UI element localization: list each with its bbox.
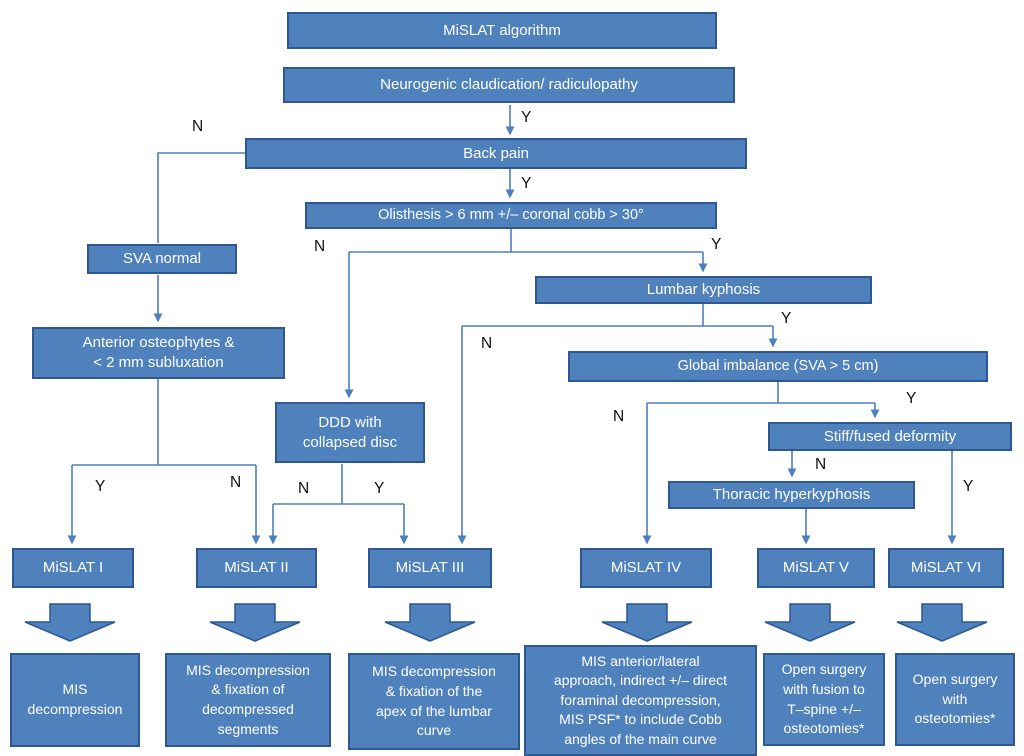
label-backpain-yes: Y	[521, 175, 532, 192]
label-anterior-no: N	[230, 474, 242, 491]
label-neurogenic-yes: Y	[521, 109, 532, 126]
label-global-yes: Y	[906, 390, 917, 407]
node-outcome-6: Open surgery with osteotomies*	[895, 653, 1015, 746]
label-lumbar-yes: Y	[781, 310, 792, 327]
label-olisthesis-no: N	[314, 238, 326, 255]
block-arrow-mislat3	[384, 603, 476, 642]
node-global-imbalance: Global imbalance (SVA > 5 cm)	[568, 351, 988, 382]
node-outcome-3: MIS decompression & fixation of the apex…	[348, 653, 520, 750]
label-ddd-yes: Y	[374, 480, 385, 497]
node-mislat-4: MiSLAT IV	[580, 548, 712, 588]
node-back-pain: Back pain	[245, 138, 747, 169]
label-lumbar-no: N	[481, 335, 493, 352]
node-mislat-2: MiSLAT II	[196, 548, 317, 588]
label-olisthesis-yes: Y	[711, 236, 722, 253]
label-global-no: N	[613, 408, 625, 425]
block-arrow-mislat2	[209, 603, 301, 642]
node-outcome-4: MIS anterior/lateral approach, indirect …	[524, 645, 757, 756]
block-arrow-mislat1	[24, 603, 116, 642]
label-stiff-yes: Y	[963, 478, 974, 495]
node-outcome-5: Open surgery with fusion to T–spine +/– …	[763, 653, 885, 746]
node-mislat-6: MiSLAT VI	[888, 548, 1004, 588]
node-thoracic-hyperkyphosis: Thoracic hyperkyphosis	[668, 481, 915, 509]
block-arrow-mislat5	[764, 603, 856, 642]
node-mislat-1: MiSLAT I	[12, 548, 134, 588]
node-mislat-algorithm: MiSLAT algorithm	[287, 12, 717, 49]
label-ddd-no: N	[298, 480, 310, 497]
label-stiff-no: N	[815, 456, 827, 473]
node-olisthesis: Olisthesis > 6 mm +/– coronal cobb > 30°	[305, 202, 717, 229]
node-anterior-osteophytes: Anterior osteophytes & < 2 mm subluxatio…	[32, 327, 285, 379]
node-stiff-fused-deformity: Stiff/fused deformity	[768, 422, 1012, 451]
edge-backpain-no-elbow	[157, 152, 245, 243]
node-sva-normal: SVA normal	[87, 244, 237, 274]
node-lumbar-kyphosis: Lumbar kyphosis	[535, 276, 872, 304]
node-mislat-3: MiSLAT III	[368, 548, 492, 588]
node-neurogenic-claudication: Neurogenic claudication/ radiculopathy	[283, 67, 735, 103]
block-arrow-mislat6	[896, 603, 988, 642]
block-arrow-mislat4	[601, 603, 693, 642]
node-outcome-1: MIS decompression	[10, 653, 140, 747]
node-outcome-2: MIS decompression & fixation of decompre…	[165, 653, 331, 747]
label-anterior-yes: Y	[95, 478, 106, 495]
node-mislat-5: MiSLAT V	[757, 548, 875, 588]
node-ddd-collapsed-disc: DDD with collapsed disc	[275, 402, 425, 463]
label-backpain-no: N	[192, 118, 204, 135]
